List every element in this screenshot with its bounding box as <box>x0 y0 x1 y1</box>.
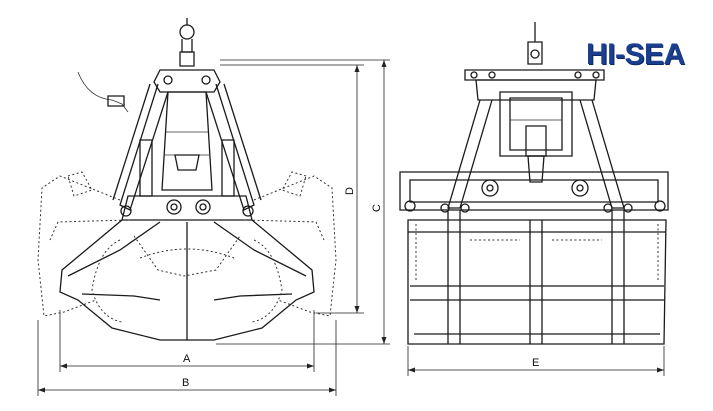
motor-box <box>499 91 573 157</box>
hi-sea-logo: HI-SEA <box>586 38 685 71</box>
dimension-e: E <box>407 346 665 376</box>
front-view: A B D <box>37 18 390 396</box>
dimension-a: A <box>59 310 315 372</box>
top-beam <box>464 69 605 81</box>
dim-label-a: A <box>183 353 191 365</box>
hinge-block <box>121 195 253 221</box>
side-view: E <box>399 22 669 376</box>
main-crossbeam <box>399 171 669 211</box>
dim-label-e: E <box>532 357 539 369</box>
dim-label-c: C <box>371 204 383 212</box>
cable <box>77 71 129 113</box>
lifting-eye-side <box>527 22 543 65</box>
side-strut-right <box>579 99 625 209</box>
lifting-eye-front <box>179 18 195 67</box>
dimension-d: D <box>220 64 364 314</box>
top-head <box>153 69 221 93</box>
dim-label-d: D <box>344 187 356 195</box>
dimension-c: C <box>216 59 390 345</box>
bucket-shell <box>407 219 667 345</box>
dim-label-b: B <box>182 377 189 389</box>
side-strut-left <box>447 99 493 209</box>
dimension-b: B <box>37 320 337 396</box>
motor-body <box>161 91 213 191</box>
